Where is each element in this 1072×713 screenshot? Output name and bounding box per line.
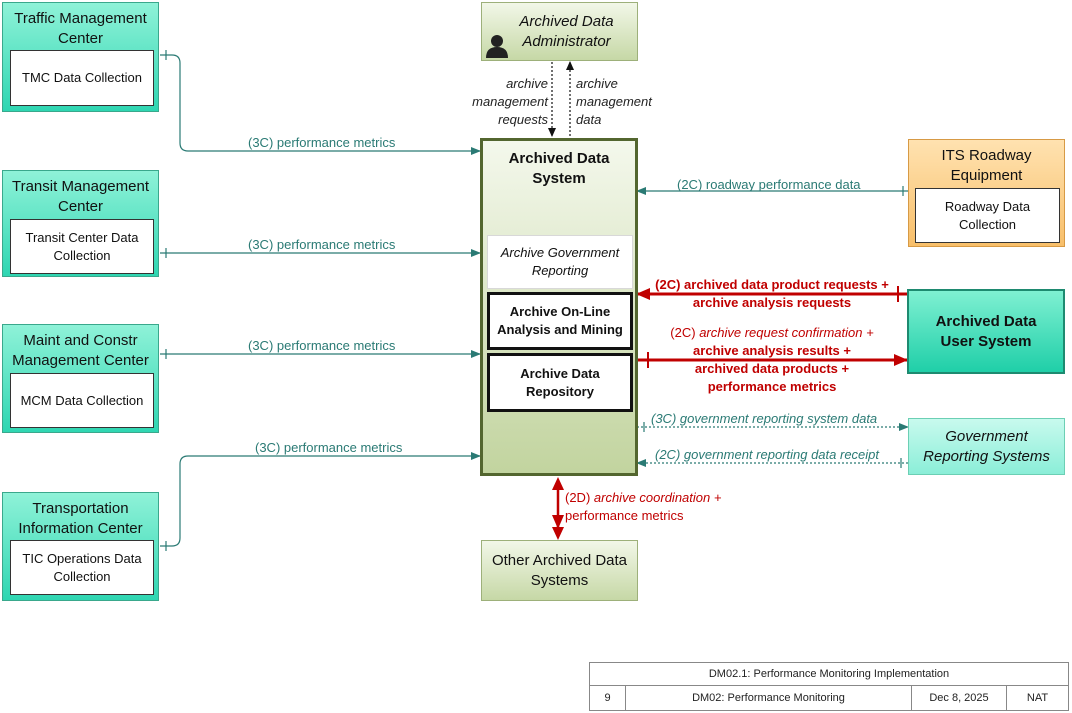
flow-line-tmc (160, 54, 481, 155)
node-its-roadway-equipment[interactable]: ITS Roadway Equipment Roadway Data Colle… (908, 139, 1065, 247)
node-government-reporting-systems[interactable]: Government Reporting Systems (908, 418, 1065, 475)
node-subsystem[interactable]: MCM Data Collection (10, 373, 154, 428)
flow-label-its: (2C) roadway performance data (677, 177, 861, 192)
node-title: Archived Data System (508, 150, 610, 187)
flow-label-mcm: (3C) performance metrics (248, 338, 396, 353)
flow-label-tmc: (3C) performance metrics (248, 135, 396, 150)
node-transportation-information-center[interactable]: Transportation Information Center TIC Op… (2, 492, 159, 601)
node-other-archived-data-systems[interactable]: Other Archived Data Systems (481, 540, 638, 601)
flow-label-transit: (3C) performance metrics (248, 237, 396, 252)
node-title: Maint and Constr Management Center (12, 332, 149, 369)
footer-scope: NAT (1006, 685, 1069, 711)
footer-date: Dec 8, 2025 (911, 685, 1007, 711)
flow-label-user-requests: (2C) archived data product requests + ar… (655, 277, 889, 310)
flow-label-admin-requests: archive management requests (472, 76, 548, 127)
flow-label-gov-in: (2C) government reporting data receipt (655, 447, 880, 462)
node-archived-data-system[interactable]: Archived Data System Archive Government … (480, 138, 638, 476)
flow-label-user-results: (2C) archive request confirmation + arch… (670, 325, 874, 394)
footer-diagram-name: DM02: Performance Monitoring (625, 685, 912, 711)
subsystem-archive-data-repository[interactable]: Archive Data Repository (487, 353, 633, 412)
flow-line-tic (160, 452, 481, 547)
node-subsystem[interactable]: TMC Data Collection (10, 50, 154, 106)
node-title: Traffic Management Center (14, 10, 147, 47)
node-subsystem[interactable]: Transit Center Data Collection (10, 219, 154, 274)
subsystem-archive-government-reporting[interactable]: Archive Government Reporting (487, 235, 633, 289)
node-maint-constr-management-center[interactable]: Maint and Constr Management Center MCM D… (2, 324, 159, 433)
subsystem-archive-online-analysis[interactable]: Archive On-Line Analysis and Mining (487, 292, 633, 350)
node-archived-data-user-system[interactable]: Archived Data User System (907, 289, 1065, 374)
node-title: ITS Roadway Equipment (941, 147, 1032, 184)
person-icon (486, 35, 508, 58)
node-archived-data-administrator[interactable]: Archived Data Administrator (481, 2, 638, 61)
footer-number: 9 (589, 685, 626, 711)
flow-label-coordination: (2D) archive coordination + performance … (565, 490, 722, 523)
flow-label-gov-out: (3C) government reporting system data (651, 411, 878, 426)
footer-title: DM02.1: Performance Monitoring Implement… (589, 662, 1069, 686)
node-title: Transportation Information Center (18, 500, 143, 537)
node-title: Transit Management Center (11, 178, 149, 215)
flow-label-admin-data: archive management data (576, 76, 652, 127)
node-transit-management-center[interactable]: Transit Management Center Transit Center… (2, 170, 159, 277)
node-subsystem[interactable]: Roadway Data Collection (915, 188, 1060, 243)
node-subsystem[interactable]: TIC Operations Data Collection (10, 540, 154, 595)
node-traffic-management-center[interactable]: Traffic Management Center TMC Data Colle… (2, 2, 159, 112)
flow-label-tic: (3C) performance metrics (255, 440, 403, 455)
